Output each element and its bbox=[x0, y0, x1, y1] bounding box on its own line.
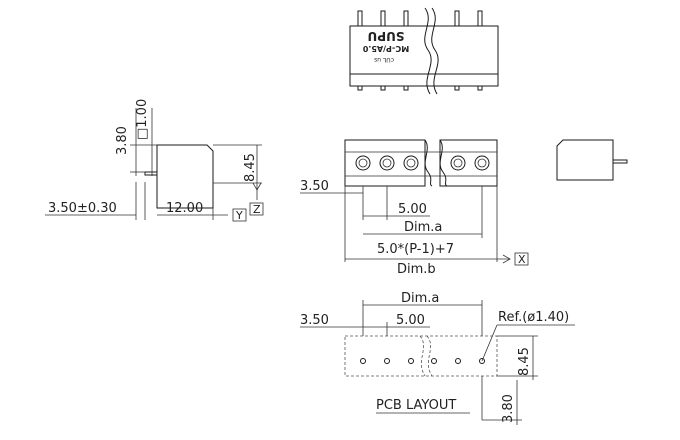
top-view-body bbox=[349, 25, 499, 75]
datum-y-box bbox=[232, 208, 247, 222]
dim-pitch: 5.00 bbox=[398, 202, 427, 217]
dim-length: 12.00 bbox=[166, 201, 203, 216]
dim-pin-height: 3.80 bbox=[115, 126, 130, 155]
dim-formula: 5.0*(P-1)+7 bbox=[377, 242, 454, 257]
pcb-holes bbox=[360, 358, 485, 364]
pcb-layout: Dim.a 3.50 5.00 Ref.(ø1.40) 8.45 3.80 PC… bbox=[300, 291, 575, 425]
side-view-right-pin bbox=[612, 159, 628, 164]
pcb-ref-hole: Ref.(ø1.40) bbox=[498, 310, 569, 325]
brand-logo: SUPU bbox=[368, 29, 405, 43]
datum-x-box bbox=[514, 252, 529, 266]
screw-heads bbox=[355, 155, 490, 171]
datum-z-box bbox=[249, 202, 264, 216]
cert-mark: cUL us bbox=[374, 56, 394, 63]
pcb-outline bbox=[344, 335, 498, 377]
model-label: MC-P/A5.0 bbox=[362, 44, 409, 53]
datum-z: Z bbox=[253, 203, 261, 216]
front-view-body-right bbox=[439, 139, 498, 187]
pcb-layout-title: PCB LAYOUT bbox=[376, 398, 456, 413]
dim-edge: 3.50 bbox=[300, 179, 329, 194]
side-view-right-body bbox=[556, 139, 614, 181]
break-line bbox=[431, 7, 439, 95]
dim-pin-square: □1.00 bbox=[135, 99, 150, 140]
pcb-dim-height: 8.45 bbox=[517, 347, 532, 376]
side-view-pin bbox=[144, 171, 158, 176]
side-view-right bbox=[556, 139, 628, 181]
top-view-base bbox=[349, 73, 499, 87]
pcb-dim-edge: 3.50 bbox=[300, 313, 329, 328]
datum-y: Y bbox=[235, 209, 243, 222]
top-view: cUL us MC-P/A5.0 SUPU bbox=[349, 7, 499, 95]
break-line bbox=[424, 7, 432, 95]
pcb-dim-a: Dim.a bbox=[401, 291, 439, 306]
pcb-dim-pitch: 5.00 bbox=[396, 313, 425, 328]
front-view-body-left bbox=[344, 139, 426, 187]
dim-offset: 3.50±0.30 bbox=[48, 201, 117, 216]
side-view-left: 3.80 □1.00 3.50±0.30 12.00 Y Z 8.45 bbox=[45, 99, 264, 222]
dim-height: 8.45 bbox=[243, 153, 258, 182]
front-view: 3.50 5.00 Dim.a 5.0*(P-1)+7 Dim.b X bbox=[300, 139, 529, 277]
dim-a: Dim.a bbox=[404, 220, 442, 235]
top-view-pins bbox=[357, 10, 483, 27]
datum-x: X bbox=[518, 253, 526, 266]
dim-b: Dim.b bbox=[397, 262, 436, 277]
pcb-dim-offset: 3.80 bbox=[501, 394, 516, 423]
side-view-body bbox=[156, 144, 214, 209]
